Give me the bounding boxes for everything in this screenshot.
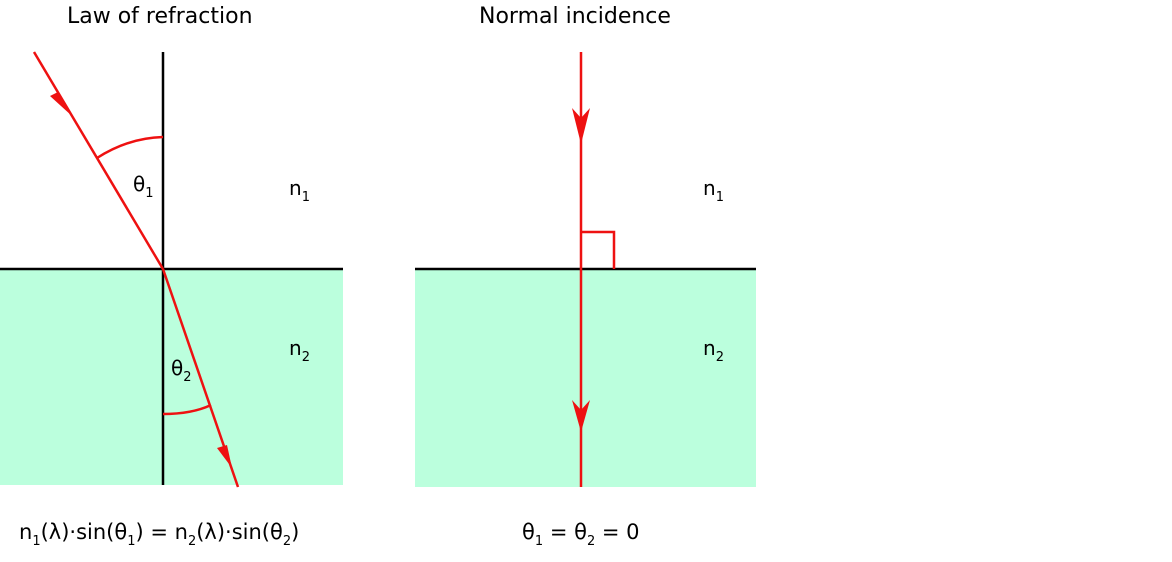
normal-ray-arrowhead-top [572,108,590,144]
incident-arrowhead [50,92,72,116]
normal-incidence-equation: θ1 = θ2 = 0 [522,520,640,549]
right-panel-title: Normal incidence [479,4,671,29]
theta2-arc [162,403,212,416]
right-angle-marker [581,230,616,269]
medium-2-region-right [415,269,756,487]
snell-law-equation: n1(λ)·sin(θ1) = n2(λ)·sin(θ2) [19,520,300,549]
theta2-label: θ2 [171,356,192,385]
n2-label-right: n2 [703,336,724,365]
n2-label-left: n2 [289,336,310,365]
incident-ray [32,51,165,270]
n1-label-left: n1 [289,176,310,205]
left-panel-title: Law of refraction [67,4,253,29]
medium-2-region-left [0,269,343,485]
refracted-arrowhead [217,445,232,468]
theta1-arc [96,135,164,160]
normal-ray-arrowhead-bottom [572,400,590,432]
n1-label-right: n1 [703,176,724,205]
theta1-label: θ1 [133,172,154,201]
